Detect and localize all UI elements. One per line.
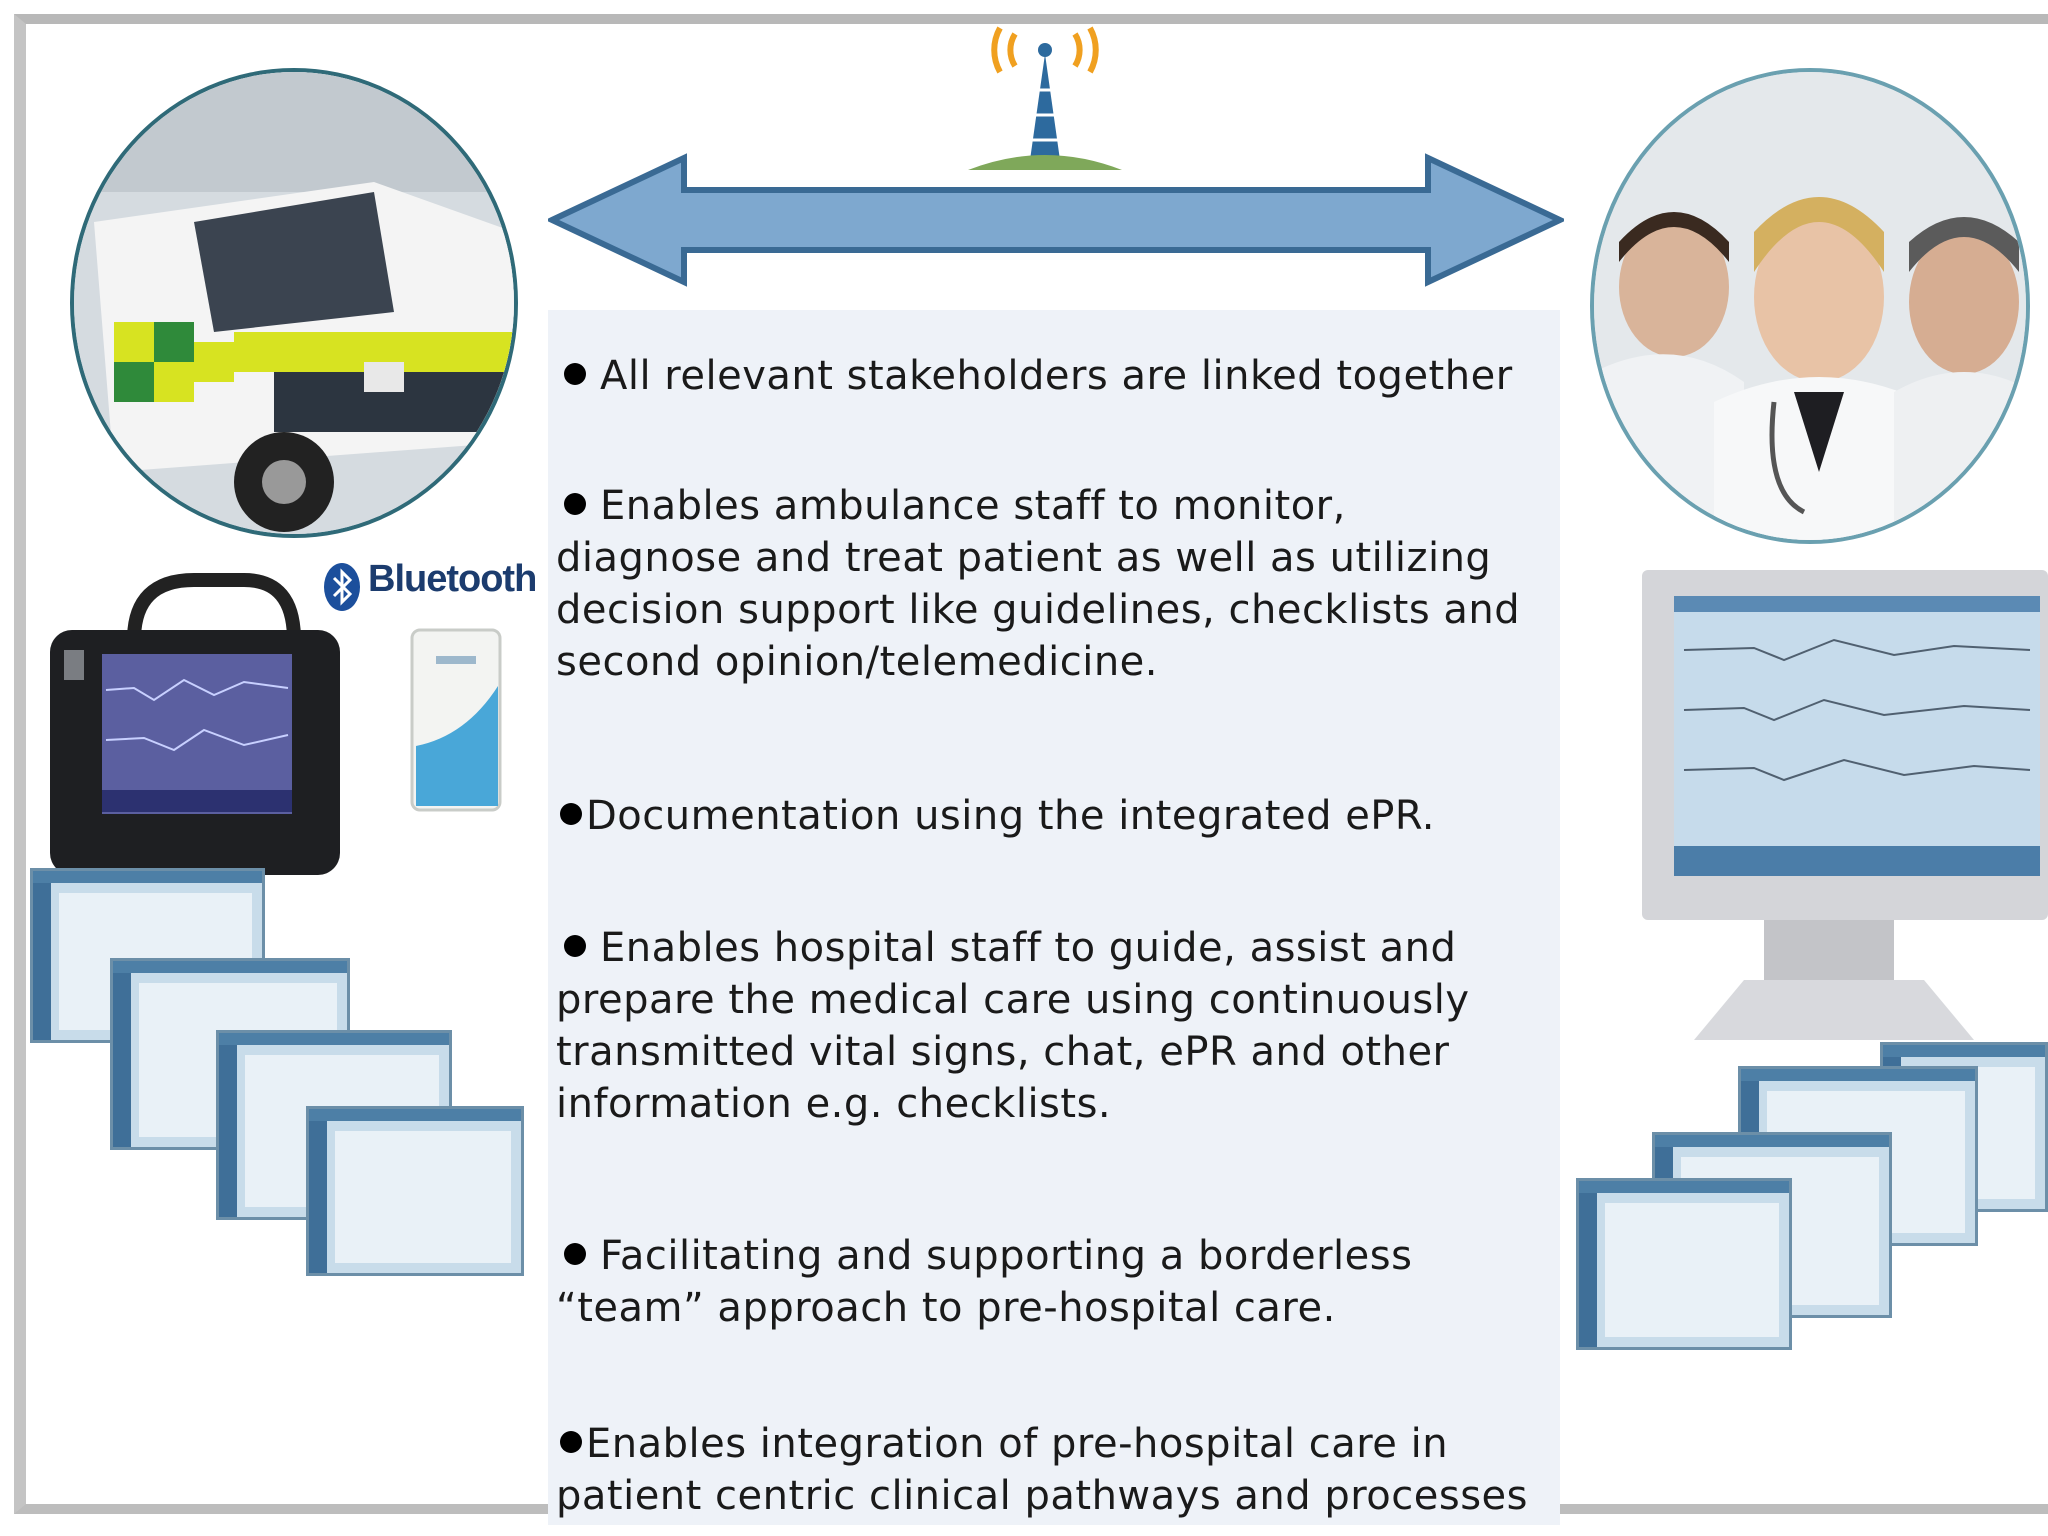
- bullet-dot: [564, 1243, 586, 1265]
- bullet-text: diagnose and treat patient as well as ut…: [556, 535, 1492, 581]
- bullet-dot: [564, 363, 586, 385]
- bullet-dot: [564, 935, 586, 957]
- rugged-tablet-image: [50, 573, 340, 875]
- bullet-text: Enables ambulance staff to monitor,: [600, 483, 1346, 529]
- features-panel: All relevant stakeholders are linked tog…: [548, 310, 1560, 1525]
- screen-thumbnail: [1576, 1178, 1792, 1350]
- bullet-item: Facilitating and supporting a borderless…: [556, 1230, 1546, 1334]
- screen-thumbnail: [306, 1106, 524, 1276]
- bullet-item: Enables integration of pre-hospital care…: [556, 1418, 1546, 1522]
- bullet-text: “team” approach to pre-hospital care.: [556, 1285, 1336, 1331]
- bullet-item: Enables hospital staff to guide, assist …: [556, 922, 1546, 1130]
- radio-tower-icon: [968, 26, 1122, 170]
- bullet-dot: [564, 493, 586, 515]
- bullet-text: Enables hospital staff to guide, assist …: [600, 925, 1457, 971]
- bullet-text: information e.g. checklists.: [556, 1081, 1112, 1127]
- bullet-text: Enables integration of pre-hospital care…: [586, 1421, 1449, 1467]
- bullet-text: Facilitating and supporting a borderless: [600, 1233, 1413, 1279]
- double-arrow-icon: [548, 153, 1564, 287]
- bullet-item: Enables ambulance staff to monitor, diag…: [556, 480, 1546, 688]
- bullet-text: prepare the medical care using continuou…: [556, 977, 1470, 1023]
- bullet-text: transmitted vital signs, chat, ePR and o…: [556, 1029, 1450, 1075]
- bullet-text: All relevant stakeholders are linked tog…: [600, 353, 1513, 399]
- bullet-text: patient centric clinical pathways and pr…: [556, 1473, 1528, 1519]
- bullet-text: decision support like guidelines, checkl…: [556, 587, 1521, 633]
- hospital-staff-image: [1590, 68, 2030, 544]
- bullet-text: second opinion/telemedicine.: [556, 639, 1158, 685]
- bullet-dot: [560, 1431, 582, 1453]
- bullet-dot: [560, 803, 582, 825]
- bluetooth-icon: [324, 563, 360, 611]
- ambulance-image: [70, 68, 518, 538]
- hospital-monitor-image: [1642, 570, 2048, 1040]
- bluetooth-label: Bluetooth: [368, 558, 537, 600]
- bullet-item: All relevant stakeholders are linked tog…: [556, 350, 1546, 402]
- bullet-item: Documentation using the integrated ePR.: [556, 790, 1546, 842]
- bullet-text: Documentation using the integrated ePR.: [586, 793, 1436, 839]
- bluetooth-device-image: [410, 628, 502, 812]
